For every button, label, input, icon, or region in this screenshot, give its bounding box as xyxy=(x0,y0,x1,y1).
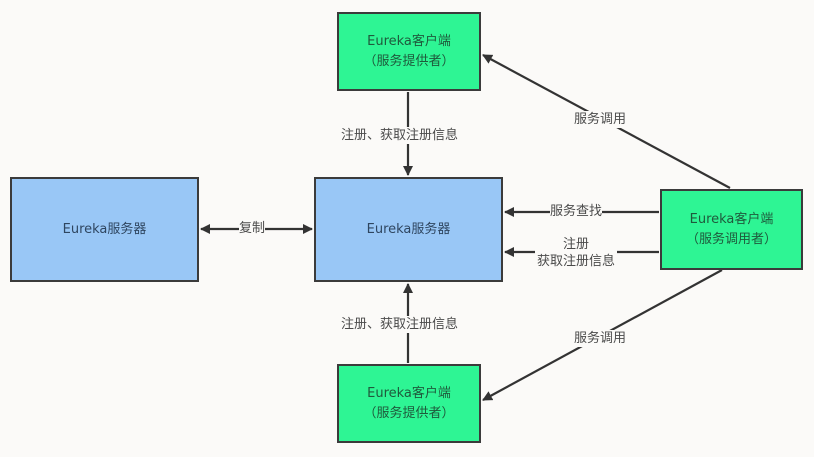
node-label: Eureka客户端 xyxy=(689,211,774,227)
eureka-client-provider-top: Eureka客户端 （服务提供者） xyxy=(337,12,481,91)
edge-label-bottom-register: 注册、获取注册信息 xyxy=(341,316,459,333)
node-label: Eureka服务器 xyxy=(62,221,147,237)
eureka-client-consumer: Eureka客户端 （服务调用者） xyxy=(660,189,803,270)
edge-label-right-register: 注册 获取注册信息 xyxy=(535,236,618,270)
node-role: （服务提供者） xyxy=(363,53,455,69)
node-label: Eureka客户端 xyxy=(367,33,451,49)
edge-label-call-top: 服务调用 xyxy=(574,111,627,128)
edge-label-service-lookup: 服务查找 xyxy=(550,203,603,220)
node-label: Eureka客户端 xyxy=(367,385,451,401)
edge-label-line: 获取注册信息 xyxy=(537,254,616,269)
eureka-server-main: Eureka服务器 xyxy=(314,177,503,282)
edge-label-replicate: 复制 xyxy=(239,220,266,237)
eureka-server-peer: Eureka服务器 xyxy=(10,177,199,282)
node-label: Eureka服务器 xyxy=(366,221,451,237)
edge-label-top-register: 注册、获取注册信息 xyxy=(341,127,459,144)
eureka-client-provider-bottom: Eureka客户端 （服务提供者） xyxy=(337,364,481,443)
edge-label-call-bottom: 服务调用 xyxy=(574,330,627,347)
node-role: （服务调用者） xyxy=(685,231,777,247)
node-role: （服务提供者） xyxy=(363,405,455,421)
edge-label-line: 注册 xyxy=(563,237,590,252)
